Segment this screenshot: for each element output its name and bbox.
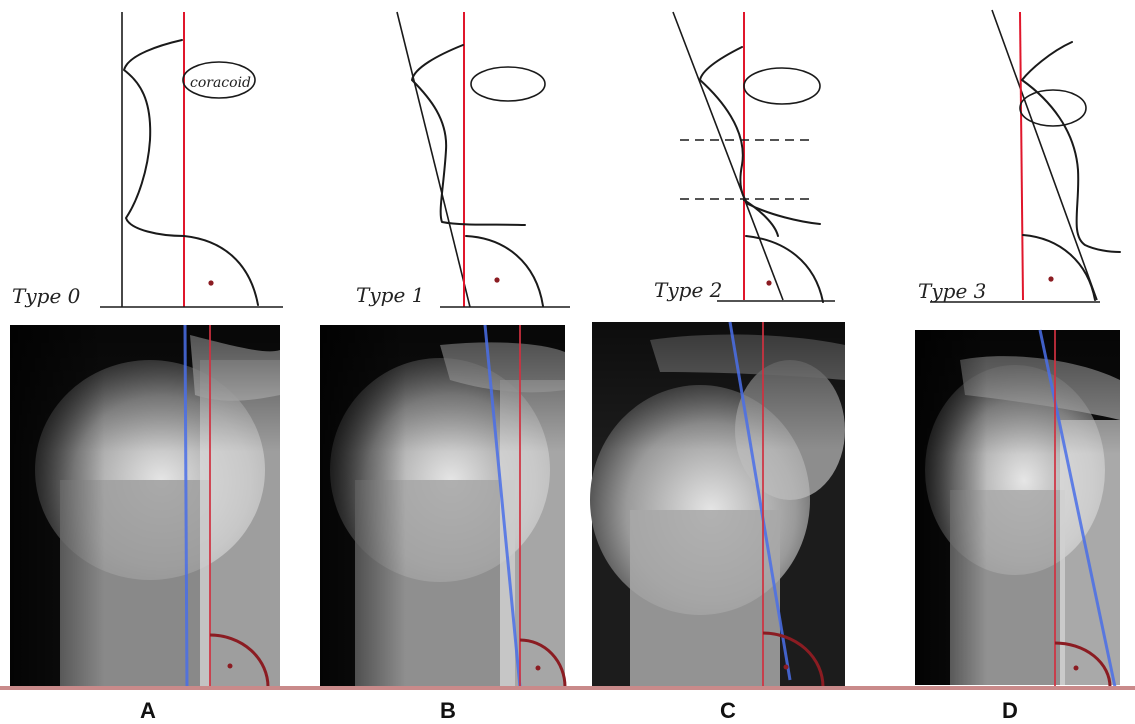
sketch-type-0: coracoid Type 0 [12,12,283,308]
sketch-b-humeral-head [466,236,543,306]
sketch-type-1: Type 1 [356,12,570,307]
sketch-b-type-label: Type 1 [356,283,424,307]
sketch-d-center-dot [1048,276,1053,281]
panel-letter-d: D [1002,698,1018,723]
sketch-b-center-dot [494,277,499,282]
sketch-c-center-dot [766,280,771,285]
radiograph-base-line [0,686,1135,690]
sketch-c-glenoid-outline [700,47,820,224]
sketch-c-type-label: Type 2 [654,278,722,302]
radiograph-a-blue-line [185,325,187,687]
sketch-d-type-label: Type 3 [918,279,986,303]
radiograph-b-center-dot [536,666,541,671]
panel-letter-c: C [720,698,736,723]
sketch-type-2: Type 2 [654,12,835,302]
radiograph-c-center-dot [784,665,789,670]
sketch-a-glenoid-outline [124,40,184,236]
radiograph-d-center-dot [1074,666,1079,671]
radiograph-b [320,325,565,687]
radiograph-c [590,322,845,687]
sketch-type-3: Type 3 [918,10,1120,303]
sketch-a-center-dot [208,280,213,285]
radiograph-a [10,325,280,687]
sketch-d-glenoid-outline [1022,42,1120,252]
sketch-b-oblique-line [397,12,470,307]
sketch-a-coracoid-label: coracoid [190,75,251,91]
sketch-a-humeral-head [184,236,258,305]
sketch-c-humeral-head [746,236,823,302]
radiograph-d [915,330,1120,687]
panel-letter-a: A [140,698,156,723]
sketch-d-oblique-line [992,10,1097,300]
radiograph-a-center-dot [228,664,233,669]
sketch-b-coracoid-ellipse [471,67,545,101]
sketch-a-type-label: Type 0 [12,284,81,308]
sketch-d-red-reference-line [1020,12,1023,300]
sketch-c-coracoid-ellipse [744,68,820,104]
sketch-b-glenoid-outline [412,45,525,225]
panel-letter-b: B [440,698,456,723]
